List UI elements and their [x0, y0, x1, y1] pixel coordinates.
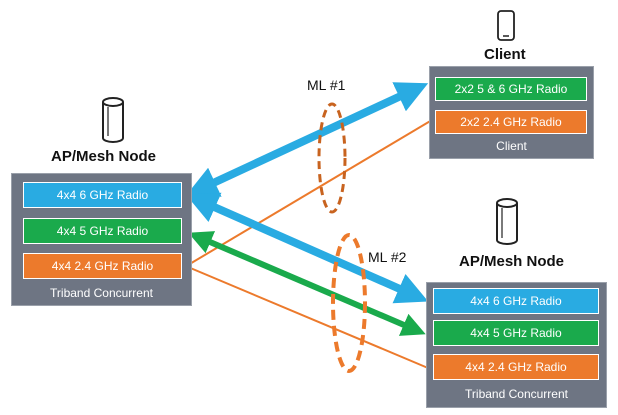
right-radio-5: 4x4 5 GHz Radio: [433, 320, 599, 346]
right-radio-24: 4x4 2.4 GHz Radio: [433, 354, 599, 380]
right-node-title: AP/Mesh Node: [459, 253, 565, 270]
left-node-box: 4x4 6 GHz Radio 4x4 5 GHz Radio 4x4 2.4 …: [11, 173, 192, 306]
left-radio-5: 4x4 5 GHz Radio: [23, 218, 182, 244]
link-5-node: [188, 231, 426, 336]
client-box: 2x2 5 & 6 GHz Radio 2x2 2.4 GHz Radio Cl…: [429, 66, 594, 159]
ml2-label: ML #2: [368, 249, 407, 265]
ml1-label: ML #1: [307, 77, 346, 93]
ml1-ellipse: [317, 102, 347, 214]
ml2-ellipse: [331, 233, 367, 373]
left-node-title: AP/Mesh Node: [51, 148, 157, 165]
client-radio-5-6: 2x2 5 & 6 GHz Radio: [435, 77, 587, 101]
right-node-footer: Triband Concurrent: [465, 387, 568, 401]
client-title: Client: [484, 46, 526, 63]
client-footer: Client: [496, 139, 527, 153]
right-radio-6: 4x4 6 GHz Radio: [433, 288, 599, 314]
right-node-box: 4x4 6 GHz Radio 4x4 5 GHz Radio 4x4 2.4 …: [426, 282, 607, 408]
left-radio-6: 4x4 6 GHz Radio: [23, 182, 182, 208]
smartphone-icon: [497, 10, 515, 41]
client-radio-24: 2x2 2.4 GHz Radio: [435, 110, 587, 134]
mesh-node-icon: [496, 198, 518, 245]
left-node-footer: Triband Concurrent: [50, 286, 153, 300]
left-radio-24: 4x4 2.4 GHz Radio: [23, 253, 182, 279]
mesh-node-icon: [102, 97, 124, 143]
link-6-client: [185, 82, 429, 197]
